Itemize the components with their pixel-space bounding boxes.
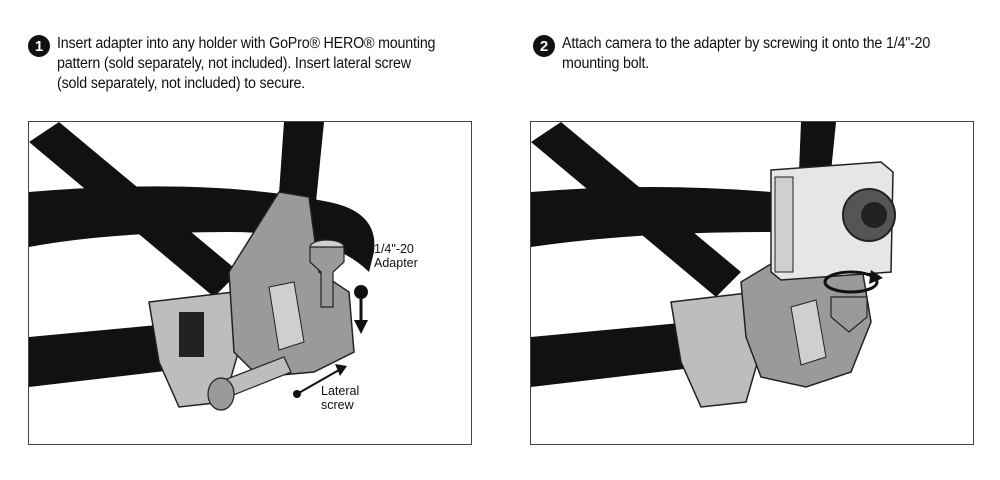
adapter-body [309, 246, 345, 308]
step-number-1: 1 [28, 35, 50, 57]
adapter-callout-line2: Adapter [374, 256, 418, 270]
step-2-caption: 2 Attach camera to the adapter by screwi… [533, 34, 973, 74]
horizontal-strap-front [531, 322, 701, 387]
mount-fingers [790, 299, 827, 366]
camera-side [774, 176, 794, 273]
head-strap-adapter-drawing [29, 122, 375, 411]
screw-callout-line1: Lateral [321, 384, 360, 398]
horizontal-strap-back [531, 187, 771, 247]
screw-callout-line2: screw [321, 398, 354, 412]
buckle-slot [179, 312, 204, 357]
rotate-arrowhead [869, 270, 883, 284]
step-number-2: 2 [533, 35, 555, 57]
step-1-caption: 1 Insert adapter into any holder with Go… [28, 34, 478, 94]
step-2-illustration [530, 121, 974, 445]
step-1-text: Insert adapter into any holder with GoPr… [57, 35, 436, 92]
lateral-arrow-icon [335, 364, 347, 376]
lateral-screw-head [207, 377, 235, 411]
arrow-down-icon [354, 320, 368, 334]
screw-callout: Lateral screw [321, 384, 359, 412]
adapter-body [830, 296, 868, 333]
adapter-callout: 1/4"-20 Adapter [374, 242, 418, 270]
lateral-arrow-shaft [296, 369, 340, 395]
adapter-callout-line1: 1/4"-20 [374, 242, 414, 256]
mount-fingers [268, 281, 305, 351]
top-strap [799, 122, 836, 172]
head-strap-camera-drawing [531, 122, 896, 408]
rotate-arrow-icon [823, 270, 879, 294]
step-1-illustration: 1/4"-20 Adapter Lateral screw [28, 121, 472, 445]
camera-lens-glass [861, 202, 887, 228]
step-2-text: Attach camera to the adapter by screwing… [562, 35, 931, 72]
